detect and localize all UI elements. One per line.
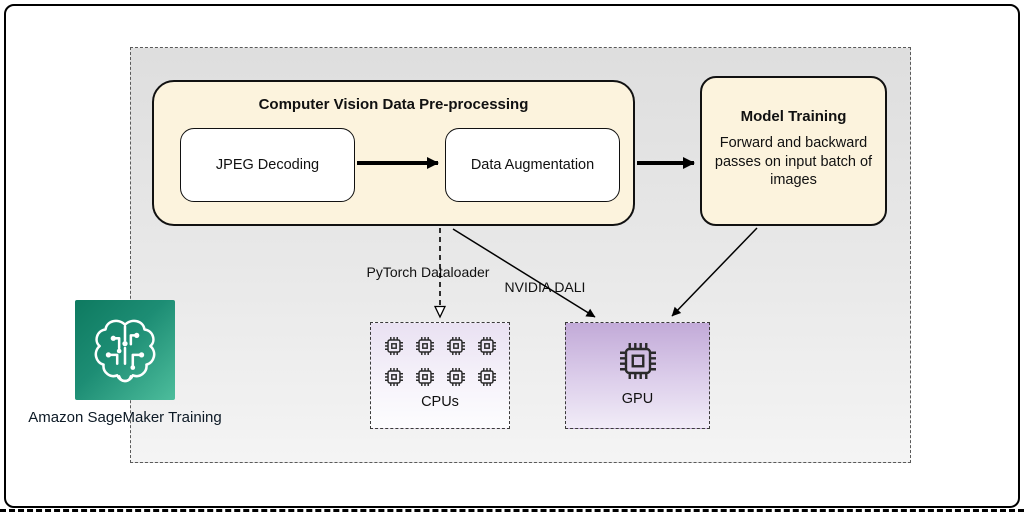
preprocessing-title: Computer Vision Data Pre-processing [258,96,529,113]
cpu-chip-icon [414,335,436,357]
cpu-chip-icon [414,366,436,388]
gpu-box: GPU [565,322,710,429]
jpeg-decoding-label: JPEG Decoding [215,157,320,173]
cpus-box: CPUs [370,322,510,429]
nvidia-dali-label: NVIDIA DALI [504,279,586,295]
model-training-title: Model Training [740,108,847,125]
cpu-chip-icon [383,335,405,357]
pytorch-dataloader-label: PyTorch Dataloader [366,264,490,280]
sagemaker-label: Amazon SageMaker Training [28,409,222,426]
cpu-chip-icon [476,335,498,357]
cpu-chip-icon [445,366,467,388]
cpu-chip-icon [445,335,467,357]
preprocessing-group: Computer Vision Data Pre-processing JPEG… [152,80,635,226]
sagemaker-brain-circuit-icon [94,319,156,383]
gpu-chip-icon [614,337,662,385]
data-augmentation-box: Data Augmentation [445,128,620,202]
cpus-label: CPUs [421,394,459,410]
cpu-chip-icon [476,366,498,388]
sagemaker-icon [75,300,175,400]
model-training-box: Model Training Forward and backward pass… [700,76,887,226]
gpu-label: GPU [621,391,654,407]
data-augmentation-label: Data Augmentation [470,157,595,173]
model-training-description: Forward and backward passes on input bat… [714,135,873,189]
cpu-chip-icon [383,366,405,388]
bottom-dashed-edge [0,509,1024,512]
cpu-chip-grid [383,335,498,388]
jpeg-decoding-box: JPEG Decoding [180,128,355,202]
